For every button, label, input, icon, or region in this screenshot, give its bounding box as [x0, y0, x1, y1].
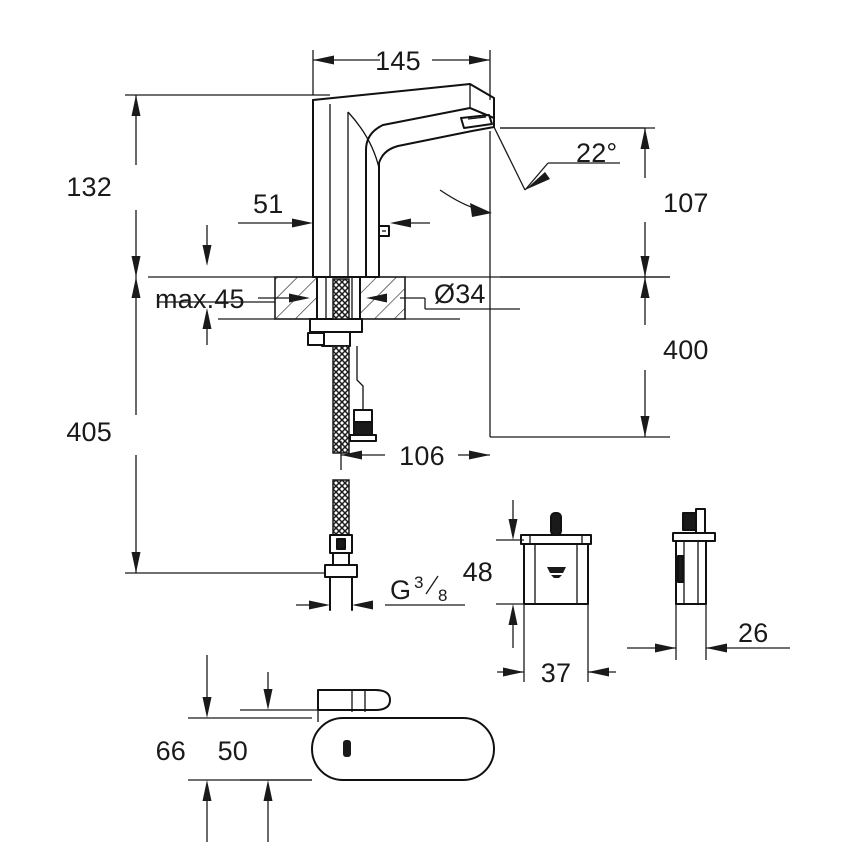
dimension-label-22deg: 22°	[576, 138, 617, 168]
dimension-body-width-51: 51	[238, 189, 430, 228]
dimension-hose-drop-400: 400	[490, 277, 709, 438]
dimension-label-48: 48	[463, 557, 493, 587]
dimension-hose-offset-106: 106	[340, 441, 490, 471]
dimension-spout-reach: 145	[312, 46, 491, 100]
base-plan-view	[311, 689, 495, 781]
dimension-label-g-numerator: 3	[414, 573, 423, 592]
faucet-body-elevation	[312, 83, 495, 437]
dimension-box-depth-26: 26	[627, 604, 790, 660]
dimension-label-106: 106	[399, 441, 445, 471]
control-box-side-view	[672, 508, 716, 605]
dimension-label-107: 107	[663, 188, 709, 218]
flexible-hose-upper	[332, 345, 377, 454]
dimension-thread-g38: G 3 8	[296, 573, 465, 610]
dimension-label-400: 400	[663, 335, 709, 365]
dimension-box-height-48: 48	[463, 500, 524, 648]
flexible-hose-lower	[324, 479, 358, 611]
dimension-base-width-50: 50	[218, 672, 318, 842]
dimension-label-405: 405	[66, 417, 112, 447]
dimension-label-145: 145	[375, 46, 421, 76]
mounting-shank-assembly	[307, 276, 363, 347]
deck-reference-arrows	[202, 225, 212, 345]
dimension-max-deck-45: max.45	[155, 284, 310, 314]
dimension-label-50: 50	[218, 736, 248, 766]
dimension-tap-hole-d34: Ø34	[366, 279, 520, 310]
dimension-sensor-angle: 22°	[439, 126, 645, 217]
dimension-box-width-37: 37	[497, 604, 616, 688]
dimension-label-66: 66	[156, 736, 186, 766]
dimension-height-132: 132	[66, 94, 330, 277]
dimension-label-132: 132	[66, 172, 112, 202]
dimension-label-51: 51	[253, 189, 283, 219]
dimension-label-37: 37	[541, 658, 571, 688]
dimension-label-26: 26	[738, 618, 768, 648]
dimension-label-g-prefix: G	[390, 575, 411, 605]
dimension-label-max45: max.45	[155, 284, 245, 314]
dimension-label-g-denominator: 8	[438, 586, 447, 605]
dimension-length-405: 405	[66, 277, 355, 574]
control-box-front-view	[520, 512, 592, 605]
dimension-label-d34: Ø34	[434, 279, 486, 309]
